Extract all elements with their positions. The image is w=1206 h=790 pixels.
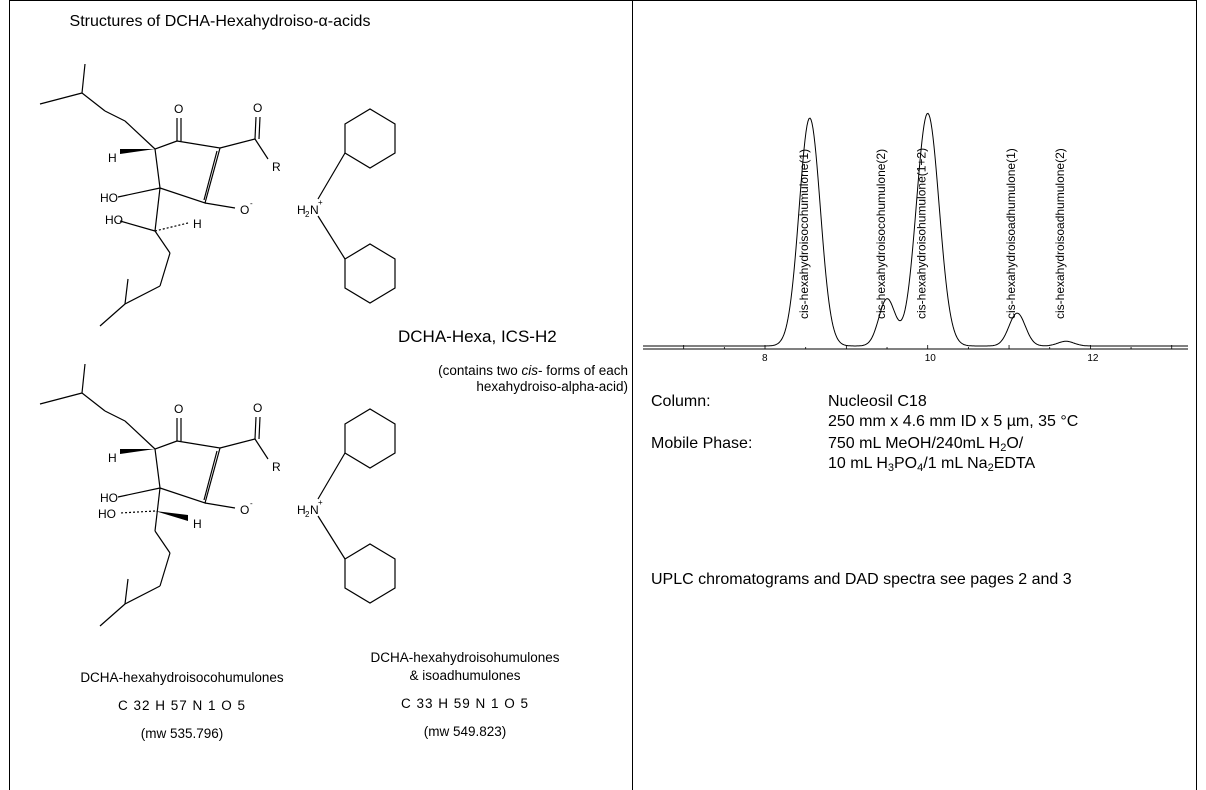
compound-1-name: DCHA-hexahydroisocohumulones (80, 670, 284, 685)
structures-cell: Structures of DCHA-Hexahydroiso-α-acids (10, 1, 632, 790)
oxide-charge-label: - (250, 499, 253, 508)
acyl-oxygen-label: O (253, 101, 262, 115)
column-value-1: Nucleosil C18 (828, 393, 927, 410)
mobile-phase-line2: 10 mL H3PO4/1 mL Na2EDTA (828, 455, 1036, 474)
salt-name: DCHA-Hexa, ICS-H2 (398, 327, 557, 346)
contains-note-suffix: - forms of each (537, 363, 628, 378)
r-group-label: R (272, 160, 281, 174)
acyl-oxygen-label: O (253, 401, 262, 415)
ammonium-sub-label: 2 (305, 210, 310, 219)
r-group-label: R (272, 460, 281, 474)
structures-title: Structures of DCHA-Hexahydroiso-α-acids (69, 13, 371, 30)
hydroxyl-label: HO (100, 491, 118, 505)
ammonium-sub-label: 2 (305, 510, 310, 519)
contains-note-italic: cis (521, 363, 538, 378)
oxide-charge-label: - (250, 199, 253, 208)
peak-label: cis-hexahydroisocohumulone(1) (797, 149, 811, 319)
contains-note-line2: hexahydroiso-alpha-acid) (476, 379, 628, 394)
x-tick-label: 12 (1087, 353, 1099, 364)
molecule-1 (39, 63, 269, 327)
mobile-phase-row: Mobile Phase: 750 mL MeOH/240mL H2O/ 10 … (633, 434, 1197, 478)
column-row: Column: Nucleosil C18 250 mm x 4.6 mm ID… (633, 392, 1197, 436)
hydrogen-label: H (108, 451, 117, 465)
dicyclohexylammonium-1 (317, 108, 396, 304)
footnote: UPLC chromatograms and DAD spectra see p… (651, 571, 1072, 588)
ammonium-h-label: H (297, 503, 306, 517)
contains-note: (contains two cis- forms of each hexahyd… (380, 363, 628, 395)
ketone-oxygen-label: O (174, 102, 183, 116)
ammonium-charge-label: + (318, 498, 323, 507)
compound-2-formula: C 33 H 59 N 1 O 5 (400, 696, 530, 711)
chromatogram: 8 10 12 cis-hexahydroisocohumulone(1) cis-h… (643, 112, 1188, 364)
hydroxyl-label-2: HO (105, 213, 123, 227)
column-label: Column: (651, 393, 711, 410)
compound-1-block: DCHA-hexahydroisocohumulones C 32 H 57 N… (32, 669, 332, 743)
mobile-phase-line1: 750 mL MeOH/240mL H2O/ (828, 435, 1024, 454)
peak-label: cis-hexahydroisocohumulone(2) (874, 149, 888, 319)
hydrogen-label: H (108, 151, 117, 165)
contains-note-prefix: (contains two (438, 363, 522, 378)
mobile-phase-label: Mobile Phase: (651, 435, 753, 452)
compound-1-mw: (mw 535.796) (140, 726, 224, 741)
oxide-label: O (240, 503, 249, 517)
hydrogen-label-2: H (193, 517, 202, 531)
method-cell: 8 10 12 cis-hexahydroisocohumulone(1) cis-h… (633, 1, 1197, 790)
column-divider (632, 1, 633, 790)
peak-label: cis-hexahydroisoadhumulone(1) (1004, 148, 1018, 319)
compound-2-mw: (mw 549.823) (423, 724, 507, 739)
molecule-2 (39, 363, 269, 627)
ammonium-n-label: N (310, 503, 319, 517)
compound-1-formula: C 32 H 57 N 1 O 5 (117, 698, 247, 713)
oxide-label: O (240, 203, 249, 217)
peak-label: cis-hexahydroisoadhumulone(2) (1053, 148, 1067, 319)
compound-2-name-line2: & isoadhumulones (409, 668, 521, 683)
chromatogram-trace (643, 112, 1188, 347)
ammonium-charge-label: + (318, 198, 323, 207)
peak-label: cis-hexahydroisohumulone(1+2) (915, 148, 929, 319)
column-value-2: 250 mm x 4.6 mm ID x 5 µm, 35 °C (828, 413, 1079, 430)
dicyclohexylammonium-2 (317, 408, 396, 604)
x-tick-label: 8 (762, 353, 768, 364)
compound-2-name-line1: DCHA-hexahydroisohumulones (370, 650, 560, 665)
compound-2-block: DCHA-hexahydroisohumulones & isoadhumulo… (340, 649, 590, 741)
hydroxyl-label-2: HO (98, 507, 116, 521)
table-frame: Structures of DCHA-Hexahydroiso-α-acids (9, 0, 1197, 790)
ketone-oxygen-label: O (174, 402, 183, 416)
hydroxyl-label: HO (100, 191, 118, 205)
structure-drawing: O O R H HO HO H O - H 2 N + O O R H HO H… (39, 63, 396, 627)
hydrogen-label-2: H (193, 217, 202, 231)
x-tick-label: 10 (925, 353, 937, 364)
ammonium-n-label: N (310, 203, 319, 217)
ammonium-h-label: H (297, 203, 306, 217)
